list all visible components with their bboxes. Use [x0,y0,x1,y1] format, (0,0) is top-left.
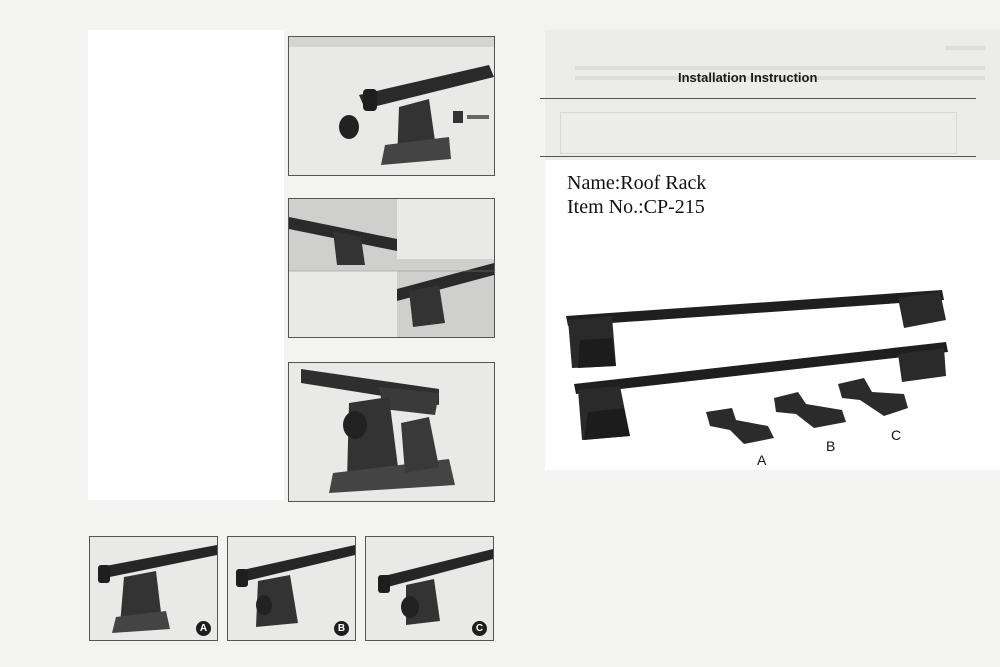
installation-title: Installation Instruction [678,70,818,85]
faded-background-text [545,30,1000,160]
product-name: Name:Roof Rack [567,172,707,194]
header-rule-bottom [540,156,976,157]
clip-a-icon [706,408,774,444]
step-photo-c: C [365,536,494,641]
blank-panel [88,30,284,500]
roof-rack-illustration [560,280,960,470]
step-photo-bracket-closeup [288,362,495,502]
clip-label-a: A [757,452,767,468]
step-badge-c: C [472,621,487,636]
rack-bar-lower [574,342,948,394]
step-photo-detail-views [288,198,495,338]
rack-foot-right-lower [898,348,946,382]
clip-b-icon [774,392,846,428]
clip-label-c: C [891,427,902,443]
step-photo-a: A [89,536,218,641]
step-badge-a: A [196,621,211,636]
clip-label-b: B [826,438,836,454]
step-photo-exploded-bracket [288,36,495,176]
header-rule-top [540,98,976,99]
clip-c-icon [838,378,908,416]
step-badge-b: B [334,621,349,636]
step-photo-b: B [227,536,356,641]
product-item-number: Item No.:CP-215 [567,196,705,218]
faded-note-box [560,112,957,154]
rack-bar-upper [566,290,944,326]
rack-foot-right-upper [898,292,946,328]
